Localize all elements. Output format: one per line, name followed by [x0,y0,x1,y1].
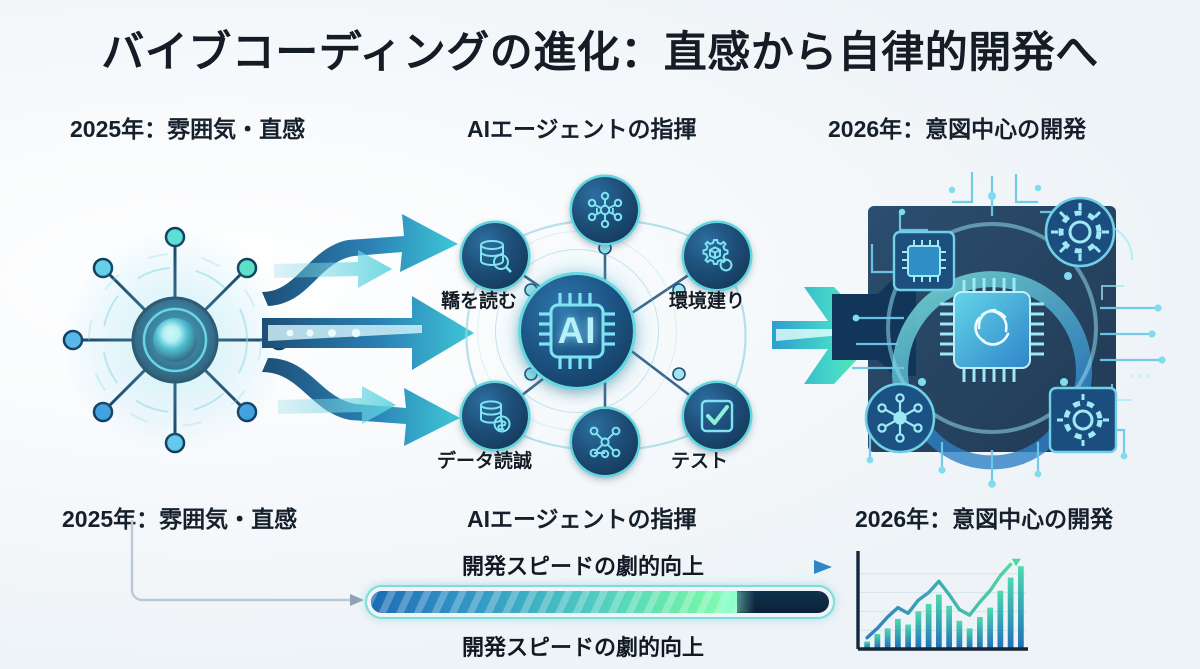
cluster-node-label-gear-cube: 環境建り [669,291,746,312]
microchip-icon [892,230,956,292]
hub-glow [60,225,290,455]
cluster-node-network-nodes[interactable] [572,177,638,243]
connector-elbow [128,520,378,620]
speed-arrow [740,558,835,576]
aperture-chip-icon [974,308,1010,346]
cluster-node-network-topology[interactable] [572,409,638,475]
progress-bar-fill [371,591,738,613]
circuit-board-graphic [832,168,1172,490]
node-hub-icon [62,226,290,454]
database-coin-icon [480,400,511,433]
speed-progress-bar[interactable] [365,585,835,619]
gear-square-icon [1048,386,1118,454]
progress-bar-frame [365,585,835,619]
network-nodes-icon [587,191,623,229]
speed-label-bottom: 開発スピードの劇的向上 [462,635,705,660]
cluster-node-label-database-search: 鞽を読む [441,291,518,312]
arrow-right-icon [740,560,832,574]
cluster-node-label-checkbox-check: テスト [671,451,729,472]
progress-bar-track [371,591,829,613]
checkbox-check-icon [700,399,734,433]
arrow-cluster-icon [262,214,474,446]
gear-circle-icon [1044,196,1116,268]
elbow-connector-icon [130,520,364,606]
right-column-bottom-label: 2026年：意図中心の開発 [855,506,1114,532]
ai-core-node[interactable]: AI [477,231,677,431]
speed-label-top: 開発スピードの劇的向上 [462,554,705,579]
flow-arrows-graphic [262,196,502,466]
gear-cube-icon [702,239,733,272]
cpu-chip-icon [539,293,615,369]
growth-chart [848,545,1038,665]
cluster-node-database-search[interactable] [462,223,528,289]
autonomous-system-icon [832,172,1166,488]
middle-column-top-label: AIエージェントの指揮 [467,116,697,142]
cluster-node-checkbox-check[interactable] [684,383,750,449]
cluster-node-label-database-coin: データ読誠 [437,451,533,472]
page-title: バイブコーディングの進化：直感から自律的開発へ [101,29,1099,77]
growth-chart-svg [856,551,1028,651]
node-hub-circle-icon [864,382,936,454]
radial-node-hub-graphic [55,225,295,455]
cluster-node-gear-cube[interactable] [684,223,750,289]
right-column-top-label: 2026年：意図中心の開発 [828,116,1087,142]
network-topology-icon [589,426,621,459]
progress-bar-head-glow [721,591,756,613]
left-column-bottom-label: 2025年：雰囲気・直感 [62,506,298,532]
ai-core-label: AI [557,310,597,351]
middle-column-bottom-label: AIエージェントの指揮 [467,506,697,532]
ai-agent-cluster: AI [425,150,785,490]
progress-bar-stripes [371,591,738,613]
database-search-icon [480,240,512,273]
cluster-node-database-coin[interactable] [462,383,528,449]
left-column-top-label: 2025年：雰囲気・直感 [70,116,306,142]
